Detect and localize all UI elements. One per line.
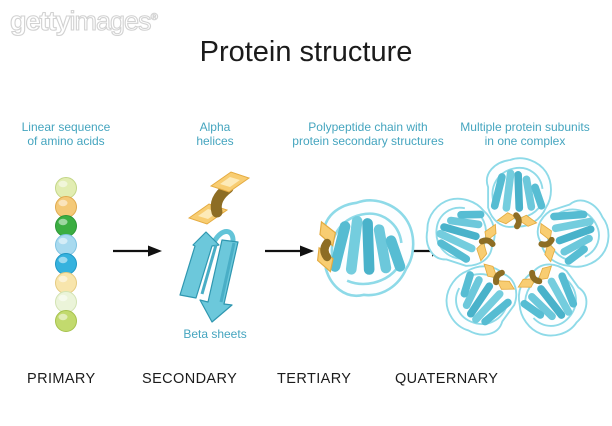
arrow-right-icon: [265, 245, 314, 257]
registered-trademark-icon: ®: [150, 12, 158, 24]
alpha-helix-illustration: [187, 171, 251, 225]
bead-highlight: [58, 313, 68, 321]
bead-highlight: [58, 199, 68, 207]
watermark-brand-light: images: [69, 5, 152, 36]
amino-acid-bead: [55, 291, 77, 313]
stage-label-primary: PRIMARY: [27, 371, 96, 387]
primary-structure-illustration: [55, 177, 77, 332]
amino-acid-bead: [55, 234, 77, 256]
tertiary-structure-illustration: [313, 199, 415, 298]
caption-quaternary: Multiple protein subunits in one complex: [460, 120, 590, 149]
watermark-brand-bold: getty: [9, 5, 71, 36]
bead-chain: [55, 177, 77, 332]
stage-label-quaternary: QUATERNARY: [395, 371, 499, 387]
amino-acid-bead: [55, 310, 77, 332]
arrow-right-icon: [113, 245, 162, 257]
amino-acid-bead: [55, 196, 77, 218]
stage-label-secondary: SECONDARY: [142, 371, 238, 387]
caption-beta-sheets: Beta sheets: [183, 327, 247, 341]
bead-highlight: [58, 218, 68, 226]
bead-highlight: [58, 237, 68, 245]
amino-acid-bead: [55, 215, 77, 237]
caption-alpha-helices: Alpha helices: [196, 120, 234, 149]
page-title: Protein structure: [199, 36, 413, 68]
caption-primary: Linear sequence of amino acids: [21, 120, 111, 149]
stage-label-tertiary: TERTIARY: [277, 371, 352, 387]
quaternary-structure-illustration: [420, 153, 612, 351]
amino-acid-bead: [55, 177, 77, 199]
bead-highlight: [58, 275, 68, 283]
amino-acid-bead: [55, 272, 77, 294]
bead-highlight: [58, 256, 68, 264]
bead-highlight: [58, 294, 68, 302]
caption-tertiary: Polypeptide chain with protein secondary…: [292, 120, 444, 149]
gettyimages-watermark: gettyimages®: [9, 5, 158, 37]
amino-acid-bead: [55, 253, 77, 275]
beta-sheet-illustration: [179, 229, 239, 323]
bead-highlight: [58, 180, 68, 188]
